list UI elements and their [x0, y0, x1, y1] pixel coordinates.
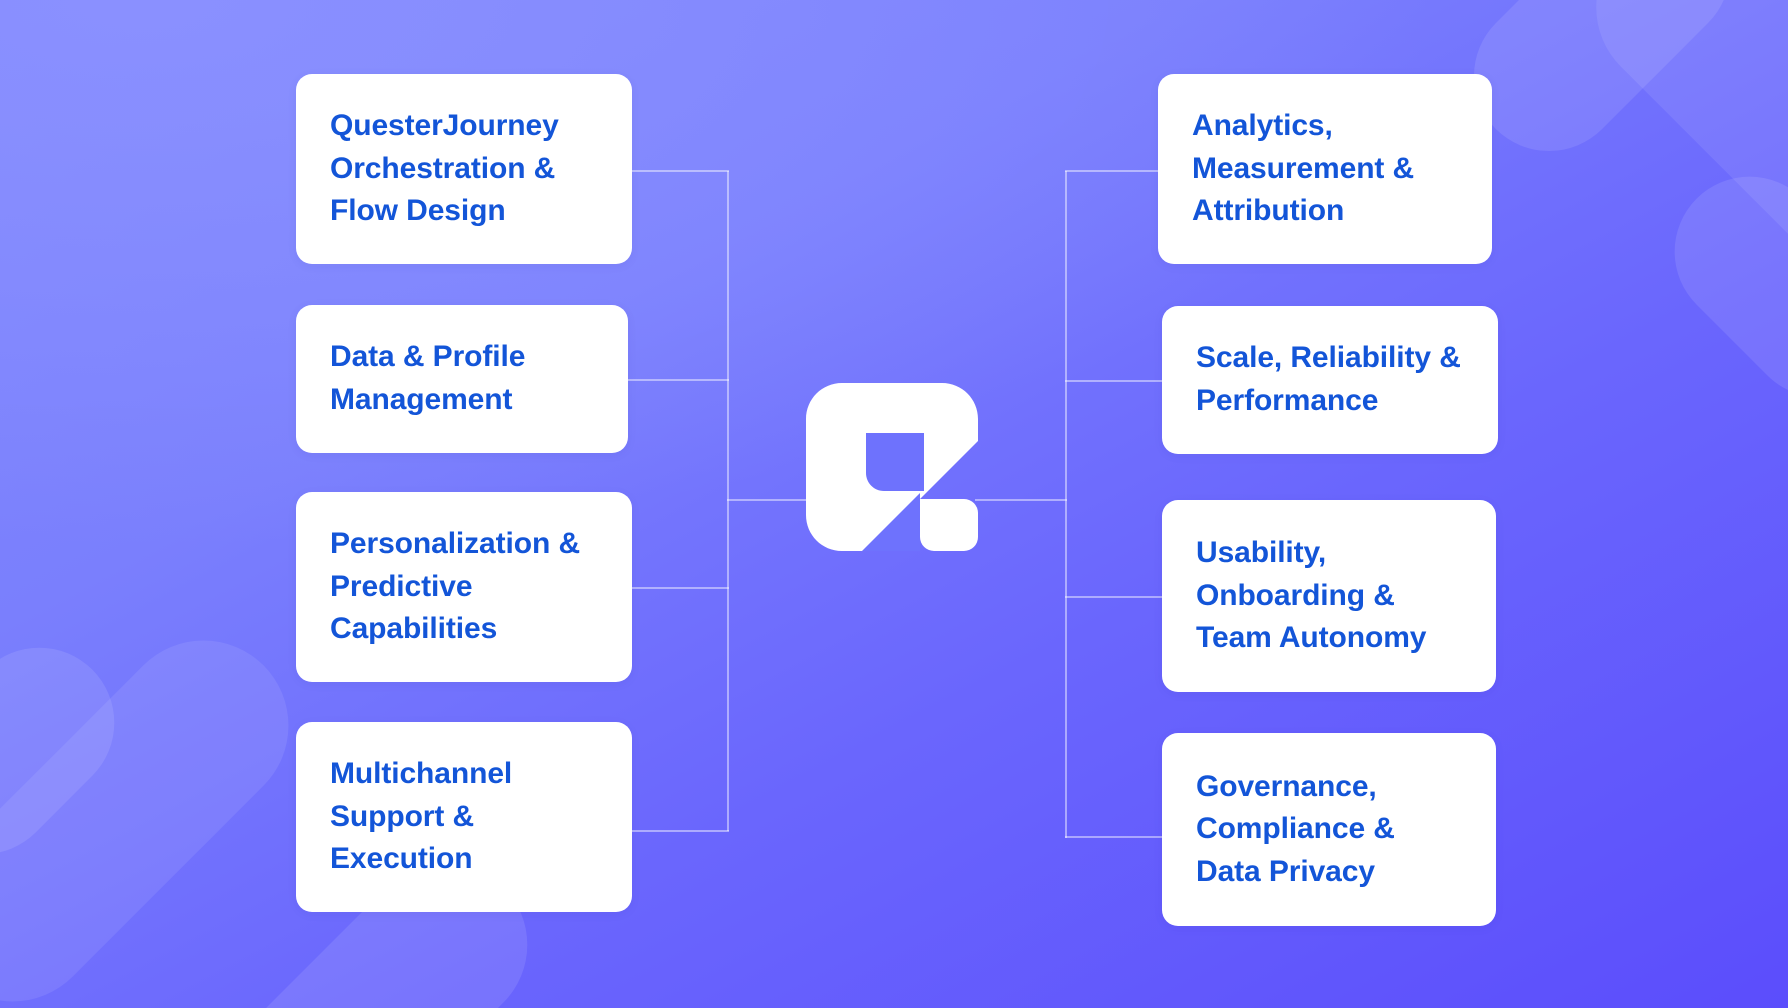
- connector-left-branch-3: [632, 830, 729, 832]
- decorative-shape-top-right-2: [1561, 0, 1788, 340]
- branch-card-personalization-predictive[interactable]: Personalization & Predictive Capabilitie…: [296, 492, 632, 682]
- branch-card-label: QuesterJourney Orchestration & Flow Desi…: [330, 109, 559, 228]
- branch-card-multichannel-support[interactable]: Multichannel Support & Execution: [296, 722, 632, 912]
- connector-right-spine: [1065, 171, 1067, 838]
- branch-card-label: Personalization & Predictive Capabilitie…: [330, 527, 581, 646]
- branch-card-label: Multichannel Support & Execution: [330, 757, 513, 876]
- branch-card-analytics-measurement[interactable]: Analytics, Measurement & Attribution: [1158, 74, 1492, 264]
- branch-card-label: Governance, Compliance & Data Privacy: [1196, 769, 1395, 888]
- branch-card-label: Scale, Reliability & Performance: [1196, 341, 1461, 417]
- branch-card-data-profile-management[interactable]: Data & Profile Management: [296, 305, 628, 453]
- branch-card-scale-reliability[interactable]: Scale, Reliability & Performance: [1162, 306, 1498, 454]
- connector-right-branch-0: [1065, 170, 1160, 172]
- connector-left-trunk: [727, 499, 809, 501]
- connector-left-spine: [727, 171, 729, 831]
- decorative-shape-bottom-left-3: [0, 616, 146, 886]
- branch-card-label: Analytics, Measurement & Attribution: [1192, 109, 1415, 228]
- branch-card-usability-onboarding[interactable]: Usability, Onboarding & Team Autonomy: [1162, 500, 1496, 692]
- branch-card-governance-compliance[interactable]: Governance, Compliance & Data Privacy: [1162, 733, 1496, 926]
- branch-card-journey-orchestration[interactable]: QuesterJourney Orchestration & Flow Desi…: [296, 74, 632, 264]
- decorative-shape-bottom-left-1: [0, 605, 324, 1008]
- branch-card-label: Data & Profile Management: [330, 340, 526, 416]
- quester-logo-mark: [806, 383, 978, 551]
- connector-left-branch-1: [628, 379, 729, 381]
- connector-right-trunk: [975, 499, 1067, 501]
- connector-right-branch-3: [1065, 836, 1164, 838]
- decorative-shape-top-right-3: [1643, 145, 1788, 429]
- branch-card-label: Usability, Onboarding & Team Autonomy: [1196, 536, 1427, 655]
- connector-left-branch-2: [632, 587, 729, 589]
- connector-left-branch-0: [632, 170, 729, 172]
- connector-right-branch-2: [1065, 596, 1164, 598]
- connector-right-branch-1: [1065, 380, 1164, 382]
